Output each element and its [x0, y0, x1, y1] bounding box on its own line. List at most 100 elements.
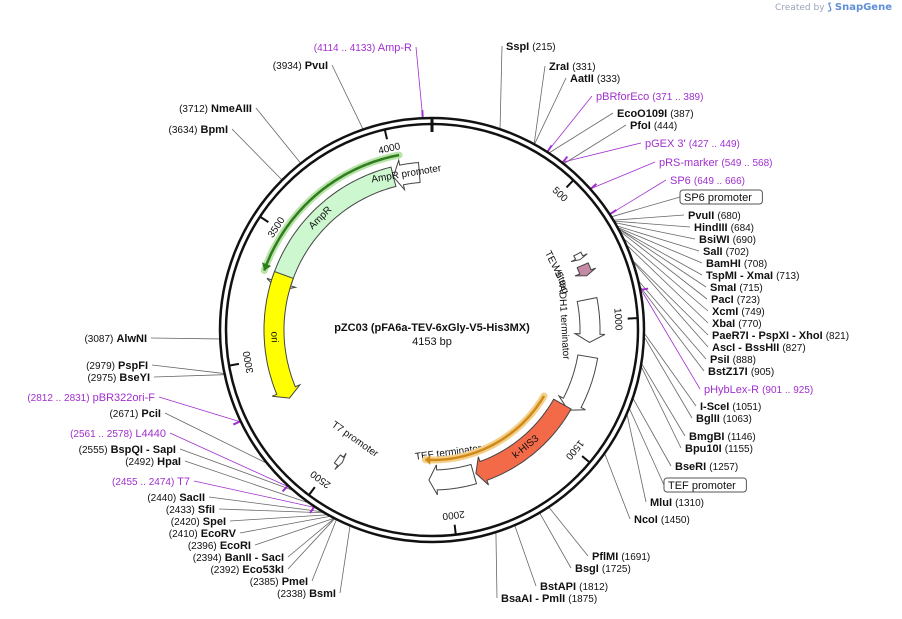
feature-tev-site[interactable] — [570, 251, 588, 263]
enzyme-leader-bseyi — [153, 374, 224, 378]
enzyme-bseyi[interactable]: (2975) BseYI — [87, 372, 150, 384]
enzyme-pspfi[interactable]: (2979) PspFI — [86, 360, 148, 372]
enzyme-sfii[interactable]: (2433) SfiI — [166, 504, 215, 516]
enzyme-hindiii[interactable]: HindIII (684) — [694, 222, 754, 234]
enzyme-paci[interactable]: PacI (723) — [711, 294, 760, 306]
enzyme-tspmi-xmai[interactable]: TspMI - XmaI (713) — [706, 270, 799, 282]
enzyme-spei[interactable]: (2420) SpeI — [171, 516, 226, 528]
enzyme-bsmi[interactable]: (2338) BsmI — [277, 588, 336, 600]
enzyme-bamhi[interactable]: BamHI (708) — [706, 258, 767, 270]
primer-phyblex-r[interactable]: pHybLex-R (901 .. 925) — [704, 384, 813, 396]
primer-leader-pbr322ori-f — [158, 396, 240, 422]
boxed-label-tef-promoter[interactable]: TEF promoter — [668, 480, 736, 492]
enzyme-leader-lines — [150, 45, 709, 599]
enzyme-bstz17i[interactable]: BstZ17I (905) — [708, 366, 774, 378]
enzyme-leader-pvui — [331, 64, 364, 129]
enzyme-hpai[interactable]: (2492) HpaI — [125, 456, 181, 468]
enzyme-leader-bglii — [644, 337, 693, 419]
primer-amp-r[interactable]: (4114 .. 4133) Amp-R — [314, 42, 412, 54]
enzyme-sali[interactable]: SalI (702) — [703, 246, 749, 258]
primer-sp6[interactable]: SP6 (649 .. 666) — [670, 175, 745, 187]
enzyme-leader-pflmi — [548, 507, 589, 557]
enzyme-aatii[interactable]: AatII (333) — [570, 73, 620, 85]
feature-tef-terminator[interactable] — [428, 463, 478, 496]
enzyme-pvuii[interactable]: PvuII (680) — [688, 210, 741, 222]
enzyme-leader-tspmi-xmai — [619, 229, 703, 276]
primer-prs-marker[interactable]: pRS-marker (549 .. 568) — [659, 157, 773, 169]
tick-3000 — [228, 362, 240, 367]
enzyme-leader-banii-saci — [287, 518, 334, 558]
enzyme-mlui[interactable]: MluI (1310) — [650, 497, 704, 509]
enzyme-zrai[interactable]: ZraI (331) — [549, 61, 596, 73]
orf-arc-0[interactable] — [263, 153, 400, 271]
enzyme-paer7i-pspxi-xhoi[interactable]: PaeR7I - PspXI - XhoI (821) — [712, 330, 849, 342]
enzyme-pflmi[interactable]: PflMI (1691) — [592, 551, 650, 563]
enzyme-sacii[interactable]: (2440) SacII — [147, 492, 205, 504]
enzyme-leader-bstapi — [514, 526, 537, 587]
primer-pbrforeco[interactable]: pBRforEco (371 .. 389) — [596, 91, 703, 103]
enzyme-ecorv[interactable]: (2410) EcoRV — [169, 528, 237, 540]
feature-ori[interactable] — [263, 270, 302, 399]
primer-pbr322ori-f[interactable]: (2812 .. 2831) pBR322ori-F — [27, 392, 155, 404]
enzyme-xcmi[interactable]: XcmI (749) — [712, 306, 765, 318]
enzyme-pfoi[interactable]: PfoI (444) — [630, 120, 677, 132]
enzyme-asci-bsshii[interactable]: AscI - BssHII (827) — [712, 342, 806, 354]
enzyme-bspqi-sapi[interactable]: (2555) BspQI - SapI — [79, 444, 176, 456]
enzyme-ncoi[interactable]: NcoI (1450) — [634, 514, 690, 526]
feature-adh1-terminator[interactable] — [573, 297, 606, 343]
primer-t7[interactable]: (2455 .. 2474) T7 — [112, 476, 190, 488]
feature-ampr-promoter[interactable] — [392, 158, 421, 192]
boxed-leader-sp6-promoter — [612, 196, 681, 217]
snapgene-watermark: Created by ⟆ SnapGene — [775, 2, 892, 13]
feature-k-his3[interactable] — [475, 398, 572, 486]
primer-mark-phyblex-r — [640, 287, 649, 291]
enzyme-pcii[interactable]: (2671) PciI — [109, 408, 161, 420]
enzyme-bseri[interactable]: BseRI (1257) — [675, 461, 738, 473]
enzyme-xbai[interactable]: XbaI (770) — [712, 318, 762, 330]
primer-l4440[interactable]: (2561 .. 2578) L4440 — [70, 428, 166, 440]
primer-mark-pbrforeco — [546, 144, 553, 152]
enzyme-smai[interactable]: SmaI (715) — [710, 282, 763, 294]
enzyme-bstapi[interactable]: BstAPI (1812) — [540, 581, 608, 593]
tick-2000 — [453, 524, 457, 535]
enzyme-alwni[interactable]: (3087) AlwNI — [84, 333, 147, 345]
feature-t7-promoter[interactable] — [333, 452, 347, 470]
enzyme-leader-eco53ki — [287, 518, 335, 570]
tick-1500 — [581, 455, 591, 464]
enzyme-bsiwi[interactable]: BsiWI (690) — [699, 234, 756, 246]
enzyme-leader-nmeaiii — [255, 107, 301, 163]
enzyme-leader-aatii — [534, 77, 567, 144]
enzyme-leader-bamhi — [618, 227, 703, 264]
enzyme-bpu10i[interactable]: Bpu10I (1155) — [685, 443, 753, 455]
feature-v5-tag[interactable] — [574, 262, 597, 277]
tick-label-1500: 1500 — [563, 437, 586, 461]
feature-ampr[interactable] — [266, 166, 397, 292]
primer-pgex-3[interactable]: pGEX 3' (427 .. 449) — [645, 138, 740, 150]
enzyme-pvui[interactable]: (3934) PvuI — [273, 60, 328, 72]
tick-1000 — [627, 317, 638, 320]
tick-4000 — [383, 129, 389, 140]
orf-arc-1[interactable] — [425, 395, 546, 462]
enzyme-bglii[interactable]: BglII (1063) — [696, 413, 752, 425]
enzyme-bmgbi[interactable]: BmgBI (1146) — [689, 431, 756, 443]
boxed-label-sp6-promoter[interactable]: SP6 promoter — [684, 192, 752, 204]
enzyme-ecoo109i[interactable]: EcoO109I (387) — [617, 108, 694, 120]
enzyme-bsgi[interactable]: BsgI (1725) — [575, 563, 631, 575]
enzyme-pmei[interactable]: (2385) PmeI — [250, 576, 308, 588]
feature-adh1-terminator-2[interactable] — [557, 354, 599, 411]
feature-label-adh1-terminator: ADH1 terminator — [556, 285, 571, 361]
enzyme-leader-bseri — [633, 399, 672, 467]
enzyme-i-scei[interactable]: I-SceI (1051) — [700, 401, 761, 413]
tick-label-1000: 1000 — [611, 308, 623, 331]
enzyme-ecori[interactable]: (2396) EcoRI — [188, 540, 251, 552]
enzyme-nmeaiii[interactable]: (3712) NmeAIII — [179, 103, 252, 115]
enzyme-leader-bpmi — [231, 128, 282, 180]
enzyme-leader-paer7i-pspxi-xhoi — [633, 260, 709, 336]
enzyme-eco53ki[interactable]: (2392) Eco53kI — [210, 564, 284, 576]
enzyme-psii[interactable]: PsiI (888) — [710, 354, 756, 366]
enzyme-bpmi[interactable]: (3634) BpmI — [169, 124, 228, 136]
enzyme-bsaai-pmli[interactable]: BsaAI - PmlI (1875) — [501, 593, 597, 605]
primer-leader-pgex-3 — [562, 142, 642, 163]
enzyme-banii-saci[interactable]: (2394) BanII - SacI — [193, 552, 284, 564]
enzyme-sspi[interactable]: SspI (215) — [506, 41, 556, 53]
